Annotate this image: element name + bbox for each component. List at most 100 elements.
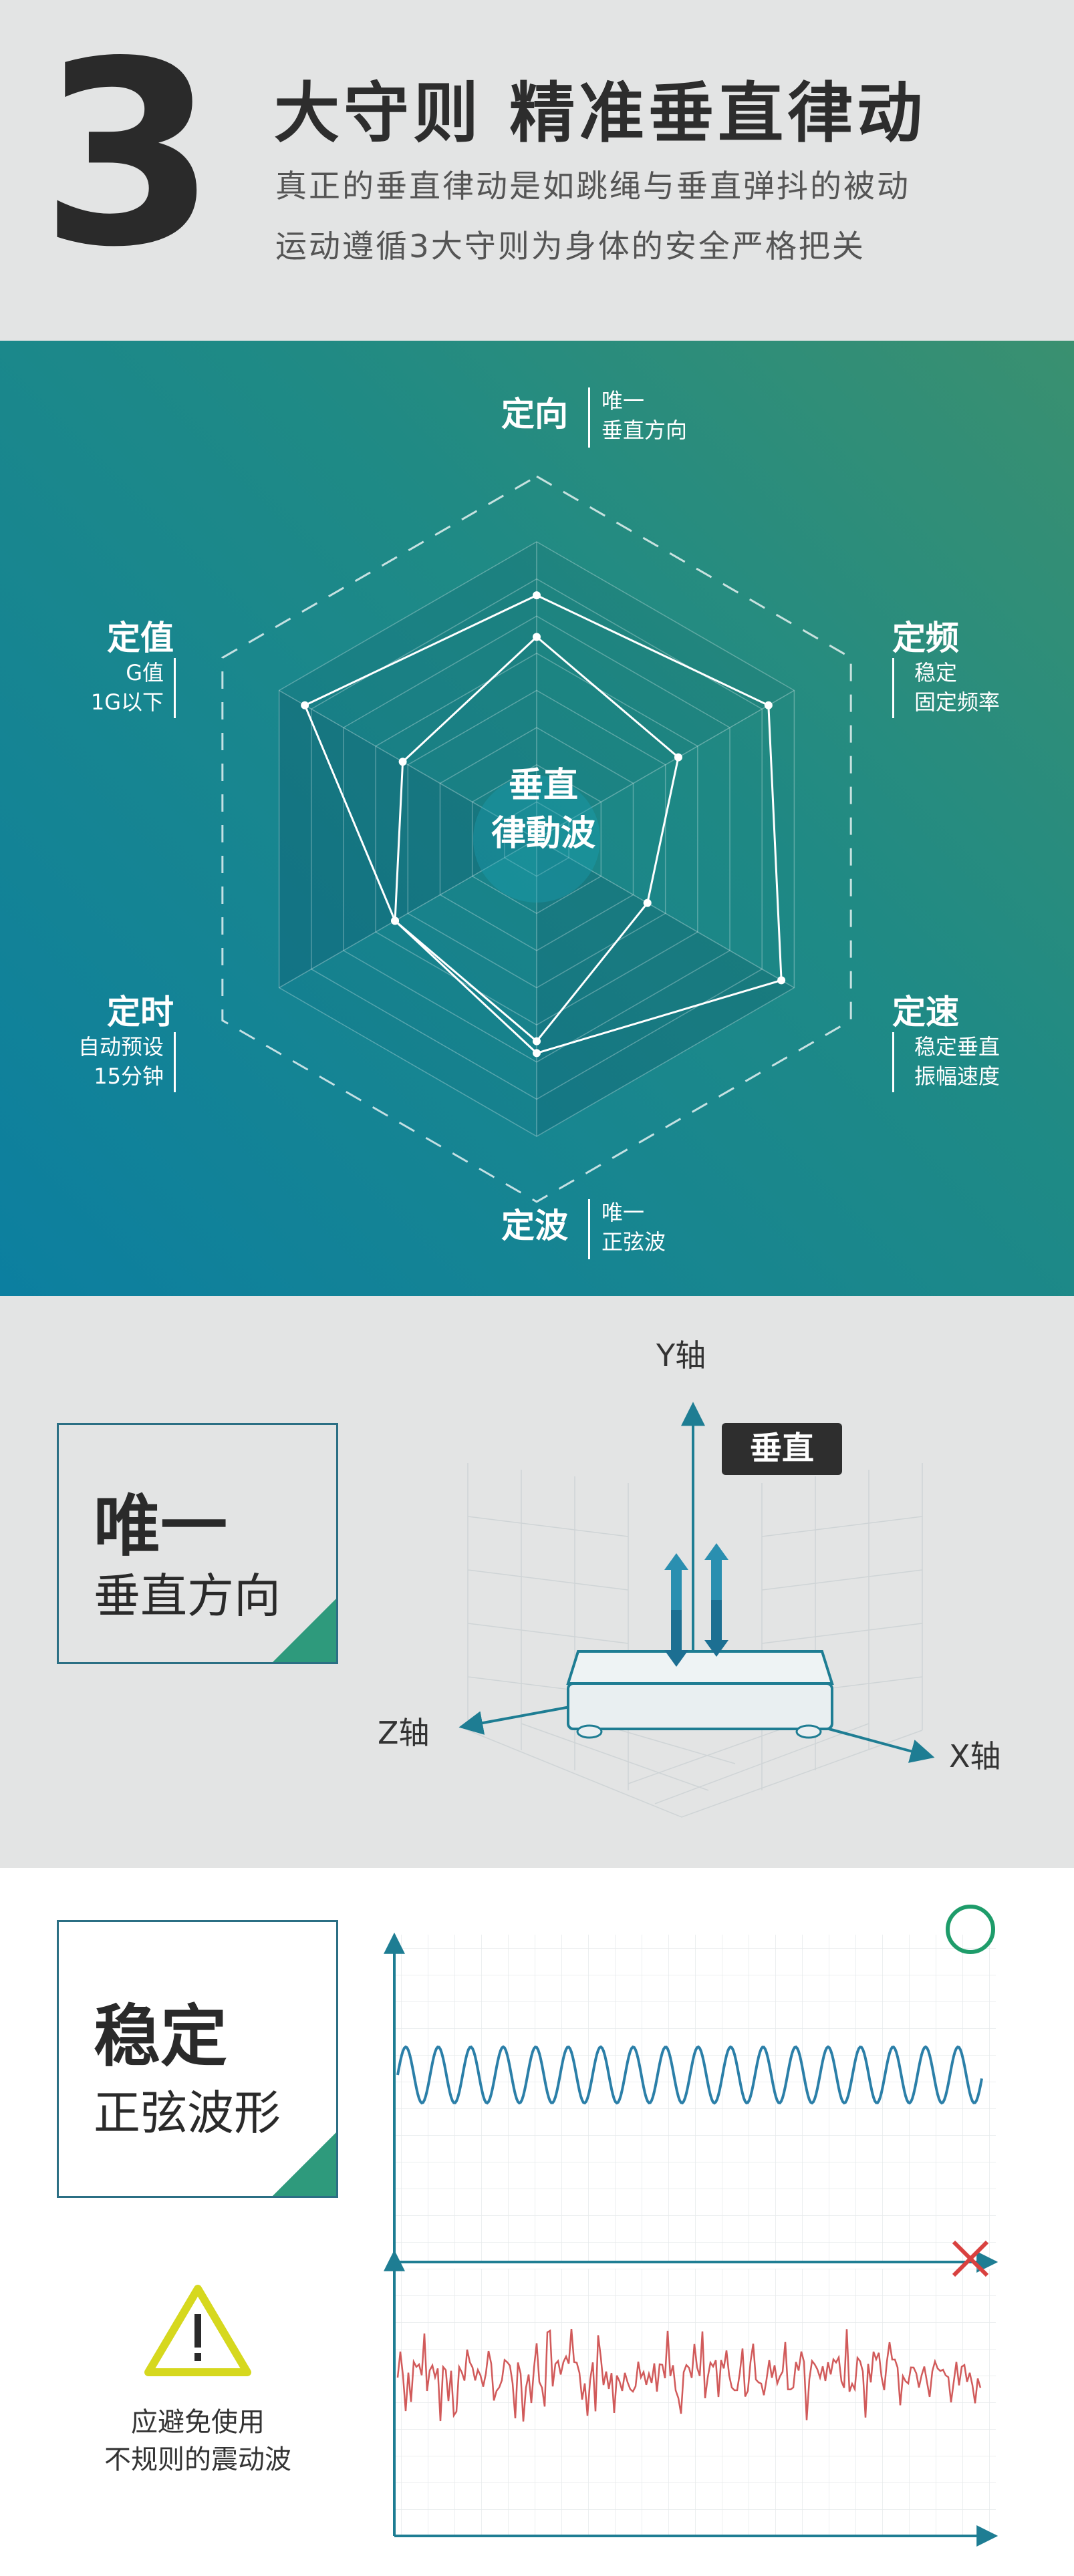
radar-point <box>301 701 309 709</box>
waveform-charts <box>144 1905 998 2547</box>
radar-point <box>533 591 541 600</box>
radar-grid-ring <box>278 541 795 1137</box>
vibration-platform <box>566 1650 834 1739</box>
radar-grid-ring <box>311 578 763 1100</box>
title-section: 3 大守则 精准垂直律动 真正的垂直律动是如跳绳与垂直弹抖的被动 运动遵循3大守… <box>0 0 1074 341</box>
radar-grid-ring <box>471 764 602 915</box>
axis-divider-value <box>174 658 176 718</box>
cross-icon <box>952 2240 989 2277</box>
axis-desc-direction-2: 垂直方向 <box>601 418 688 443</box>
radar-point <box>398 758 407 766</box>
vertical-tag-label: 垂直 <box>750 1430 814 1467</box>
warning-line-1: 应避免使用 <box>131 2407 265 2438</box>
radar-chart <box>221 475 852 1203</box>
radar-grid-ring <box>439 727 634 951</box>
axis-desc-direction: 唯一 垂直方向 <box>601 386 687 445</box>
radar-wedge <box>279 542 537 839</box>
axis-desc-timer-2: 15分钟 <box>94 1064 164 1089</box>
axis-desc-frequency: 稳定 固定频率 <box>914 658 1000 717</box>
axis-divider-frequency <box>892 658 894 718</box>
radar-point <box>643 899 652 907</box>
radar-point <box>533 1037 541 1045</box>
stable-box-title: 稳定 <box>94 1997 227 2076</box>
subtitle-line-2: 运动遵循3大守则为身体的安全严格把关 <box>275 228 865 265</box>
axis-label-frequency: 定频 <box>892 619 959 657</box>
circle-icon <box>946 1905 995 1954</box>
axis-desc-frequency-1: 稳定 <box>914 660 958 685</box>
radar-point <box>533 1049 541 1058</box>
vertical-direction-section: 唯一 垂直方向 <box>0 1296 1074 1868</box>
page-title: 大守则 精准垂直律动 <box>274 75 927 152</box>
axis-label-direction: 定向 <box>501 395 568 434</box>
vertical-motion-arrows <box>664 1543 728 1667</box>
axis-label-timer: 定时 <box>107 993 174 1031</box>
radar-section: 垂直 律動波 定向 唯一 垂直方向 定频 稳定 固定频率 定速 稳定垂直 振幅速… <box>0 341 1074 1296</box>
radar-wedge <box>279 690 537 988</box>
axis-label-value: 定值 <box>107 619 174 657</box>
radar-spoke <box>536 689 795 840</box>
axis-desc-speed-1: 稳定垂直 <box>914 1034 1000 1060</box>
axis-desc-timer-1: 自动预设 <box>78 1034 164 1060</box>
vertical-direction-box: 唯一 垂直方向 <box>57 1423 338 1664</box>
radar-center-line-1: 垂直 <box>508 766 578 806</box>
axis-desc-speed: 稳定垂直 振幅速度 <box>914 1032 1000 1091</box>
radar-point <box>391 917 400 925</box>
irregular-wave <box>396 2328 982 2422</box>
y-axis-label: Y轴 <box>656 1337 706 1374</box>
radar-point <box>777 976 786 985</box>
warning-icon <box>144 2285 251 2376</box>
axis-divider-timer <box>174 1032 176 1092</box>
warning-text: 应避免使用 不规则的震动波 <box>64 2404 331 2478</box>
radar-wedge <box>537 542 795 839</box>
rule-count-number: 3 <box>40 7 217 303</box>
axis-desc-value-2: 1G以下 <box>90 689 164 715</box>
axis-diagram: 垂直 Y轴 X轴 Z轴 <box>378 1337 1001 1818</box>
radar-spoke <box>279 838 537 989</box>
waveform-section: 稳定 正弦波形 <box>0 1868 1074 2576</box>
radar-center-label: 垂直 律動波 <box>477 762 610 858</box>
axis-desc-frequency-2: 固定频率 <box>914 689 1000 715</box>
axis-desc-wave-1: 唯一 <box>601 1200 645 1225</box>
radar-point <box>674 753 682 762</box>
axis-desc-direction-1: 唯一 <box>601 388 645 414</box>
radar-center-line-2: 律動波 <box>491 814 595 854</box>
subtitle-line-1: 真正的垂直律动是如跳绳与垂直弹抖的被动 <box>275 168 910 205</box>
radar-wedge <box>279 839 537 1136</box>
axis-desc-wave-2: 正弦波 <box>601 1229 666 1255</box>
radar-grid-ring <box>375 653 698 1025</box>
axis-desc-wave: 唯一 正弦波 <box>601 1198 666 1257</box>
radar-point <box>764 701 773 709</box>
radar-spoke <box>536 838 795 989</box>
stable-box-subtitle: 正弦波形 <box>94 2086 281 2140</box>
radar-spoke <box>279 689 537 840</box>
radar-grid-ring <box>504 801 569 877</box>
axis-desc-value: G值 1G以下 <box>40 658 164 717</box>
z-axis-label: Z轴 <box>378 1715 430 1751</box>
radar-grid-ring <box>407 689 666 989</box>
x-axis-label: X轴 <box>949 1738 1001 1774</box>
noise-grid <box>394 2269 996 2536</box>
axis-desc-speed-2: 振幅速度 <box>914 1064 1000 1089</box>
radar-outer-dashed <box>221 475 852 1203</box>
axis-divider-speed <box>892 1032 894 1092</box>
sine-wave <box>396 2045 983 2105</box>
sine-grid <box>394 1935 996 2262</box>
box-subtitle: 垂直方向 <box>94 1569 281 1623</box>
perspective-grid <box>467 1463 923 1818</box>
radar-grid-ring <box>343 615 730 1063</box>
radar-point <box>533 633 541 641</box>
box-corner-accent <box>273 2132 336 2196</box>
vertical-tag <box>722 1423 842 1475</box>
radar-wedge <box>537 839 795 1136</box>
box-title: 唯一 <box>94 1487 227 1565</box>
radar-center-glow <box>473 776 600 903</box>
axis-label-wave: 定波 <box>501 1206 568 1245</box>
axis-divider-direction <box>588 387 590 448</box>
axis-divider-wave <box>588 1199 590 1259</box>
box-corner-accent <box>273 1599 336 1662</box>
axis-label-speed: 定速 <box>892 993 959 1031</box>
warning-line-2: 不规则的震动波 <box>104 2444 291 2475</box>
axis-desc-value-1: G值 <box>126 660 164 685</box>
stable-sine-box: 稳定 正弦波形 <box>57 1920 338 2198</box>
axis-desc-timer: 自动预设 15分钟 <box>40 1032 164 1091</box>
